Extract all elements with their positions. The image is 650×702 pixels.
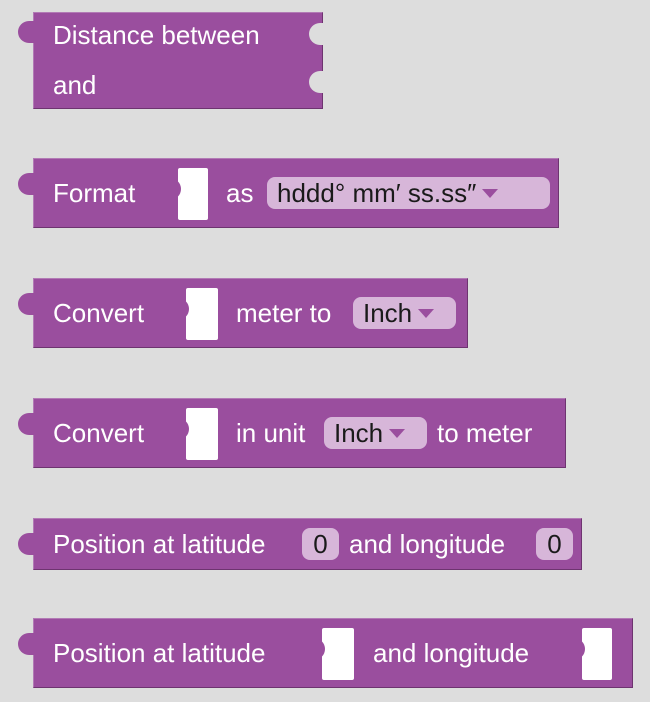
longitude-field[interactable]: 0 [536, 528, 573, 560]
value-input-notch [309, 71, 323, 93]
previous-connector [18, 533, 36, 555]
block-label: to meter [437, 418, 533, 448]
latitude-field[interactable]: 0 [302, 528, 339, 560]
chevron-down-icon [482, 189, 499, 199]
previous-connector [18, 21, 36, 43]
dropdown-value: Inch [363, 298, 413, 328]
longitude-socket[interactable] [573, 628, 612, 680]
unit-dropdown[interactable]: Inch [324, 417, 427, 449]
socket-connector [313, 638, 325, 660]
socket-connector [177, 298, 189, 320]
value-socket[interactable] [177, 288, 218, 340]
block-label: meter to [236, 298, 332, 328]
format-dropdown[interactable]: hddd° mm′ ss.ss″ [267, 177, 550, 209]
unit-dropdown[interactable]: Inch [353, 297, 456, 329]
block-label: Convert [53, 298, 145, 328]
previous-connector [18, 633, 36, 655]
block-label: and longitude [373, 638, 530, 668]
block-label: as [226, 178, 254, 208]
block-label: Position at latitude [53, 638, 266, 668]
previous-connector [18, 413, 36, 435]
latitude-socket[interactable] [313, 628, 354, 680]
value-input-notch [309, 23, 323, 45]
block-label: Position at latitude [53, 529, 266, 559]
block-label: in unit [236, 418, 306, 448]
convert-in-unit-block[interactable]: Convert in unit Inch to meter [18, 398, 566, 468]
socket-connector [177, 418, 189, 440]
block-label: Distance between [53, 20, 260, 50]
chevron-down-icon [418, 309, 435, 319]
previous-connector [18, 293, 36, 315]
value-socket[interactable] [169, 168, 208, 220]
dropdown-value: hddd° mm′ ss.ss″ [277, 178, 477, 208]
block-label: and [53, 70, 97, 100]
dropdown-value: Inch [334, 418, 384, 448]
socket-connector [573, 638, 585, 660]
block-label: and longitude [349, 529, 506, 559]
format-block[interactable]: Format as hddd° mm′ ss.ss″ [18, 158, 559, 228]
block-label: Convert [53, 418, 145, 448]
convert-meter-to-block[interactable]: Convert meter to Inch [18, 278, 468, 348]
socket-connector [169, 178, 181, 200]
chevron-down-icon [389, 429, 406, 439]
position-inputs-block[interactable]: Position at latitude and longitude [18, 618, 633, 688]
distance-between-block[interactable]: Distance between and [18, 12, 323, 109]
value-socket[interactable] [177, 408, 218, 460]
block-label: Format [53, 178, 136, 208]
position-fields-block[interactable]: Position at latitude 0 and longitude 0 [18, 518, 582, 570]
previous-connector [18, 173, 36, 195]
